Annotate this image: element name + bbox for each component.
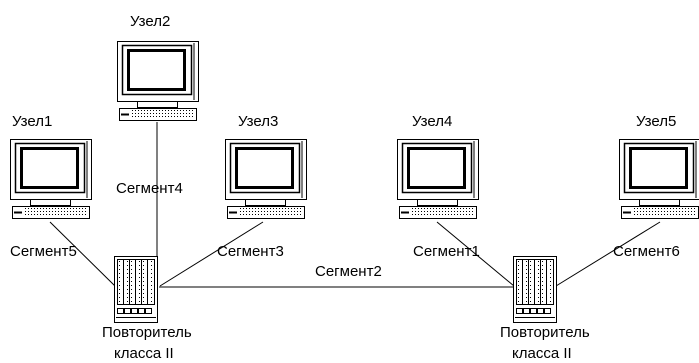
computer-icon-node4 bbox=[396, 138, 480, 220]
node4-label: Узел4 bbox=[412, 113, 452, 130]
node2-label: Узел2 bbox=[130, 13, 170, 30]
repeater-right-label-line1: Повторитель bbox=[500, 324, 590, 341]
computer-icon-node5 bbox=[618, 138, 699, 220]
link-node1-repeater-left bbox=[49, 221, 116, 287]
computer-icon-node3 bbox=[224, 138, 308, 220]
node5-label: Узел5 bbox=[636, 113, 676, 130]
segment2-label: Сегмент2 bbox=[315, 263, 382, 280]
link-node3-repeater-left bbox=[159, 221, 264, 287]
link-node4-repeater-right bbox=[436, 221, 515, 287]
node3-label: Узел3 bbox=[238, 113, 278, 130]
repeater-right-label-line2: класса II bbox=[512, 345, 572, 362]
node1-label: Узел1 bbox=[12, 113, 52, 130]
segment3-label: Сегмент3 bbox=[217, 243, 284, 260]
computer-icon-node1 bbox=[9, 138, 93, 220]
repeater-left-label-line1: Повторитель bbox=[102, 324, 192, 341]
repeater-left-label-line2: класса II bbox=[114, 345, 174, 362]
segment5-label: Сегмент5 bbox=[10, 243, 77, 260]
repeater-hub-icon-right bbox=[513, 256, 557, 323]
repeater-hub-icon-left bbox=[114, 256, 158, 323]
segment4-label: Сегмент4 bbox=[116, 180, 183, 197]
segment1-label: Сегмент1 bbox=[413, 243, 480, 260]
segment6-label: Сегмент6 bbox=[613, 243, 680, 260]
computer-icon-node2 bbox=[116, 40, 200, 122]
link-node5-repeater-right bbox=[555, 221, 661, 287]
